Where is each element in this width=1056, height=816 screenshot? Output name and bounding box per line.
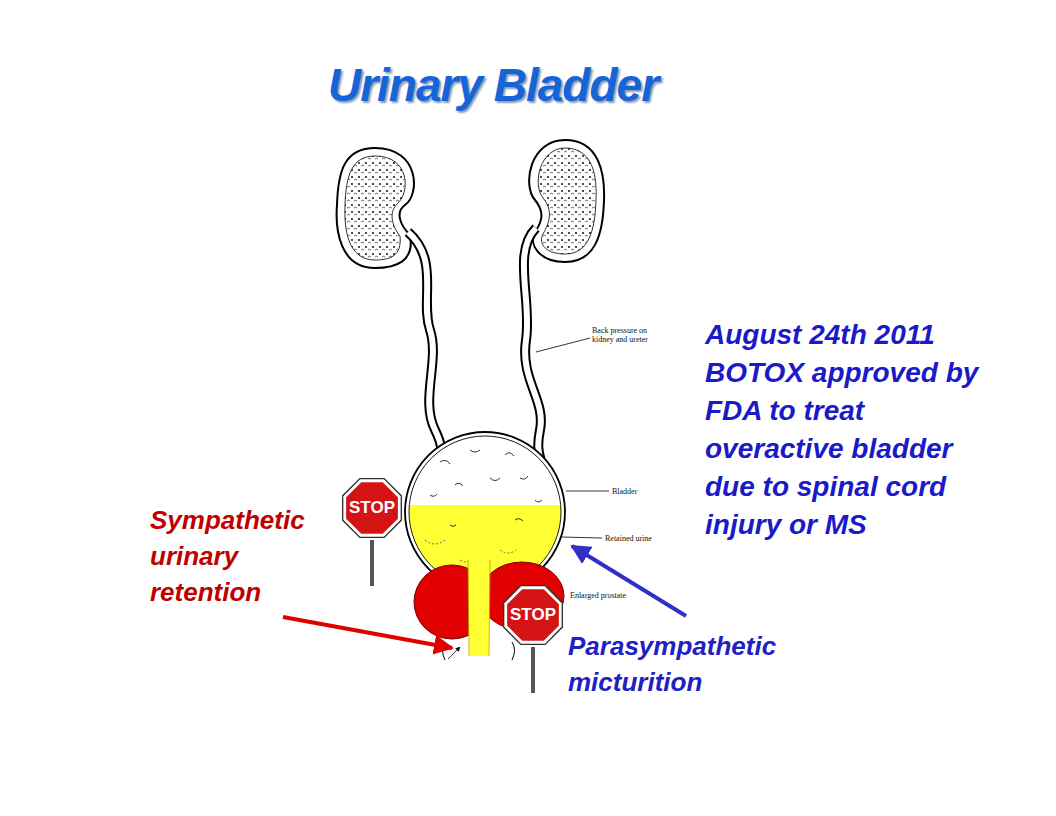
stop-sign: STOP bbox=[339, 475, 405, 541]
leader-line bbox=[561, 537, 602, 538]
leader-line bbox=[566, 491, 609, 492]
part-label: Back pressure on kidney and ureter bbox=[592, 326, 670, 344]
callout-text: Parasympathetic micturition bbox=[568, 628, 830, 700]
title: Urinary Bladder bbox=[290, 58, 696, 112]
pointer-arrow bbox=[572, 546, 686, 616]
stop-sign: STOP bbox=[500, 582, 566, 648]
kidney bbox=[529, 140, 604, 262]
kidney bbox=[337, 148, 414, 268]
part-label: Retained urine bbox=[605, 534, 685, 543]
sign-post bbox=[370, 540, 374, 586]
leader-line bbox=[536, 338, 590, 352]
note-text: August 24th 2011 BOTOX approved by FDA t… bbox=[705, 316, 995, 544]
sign-text: STOP bbox=[339, 498, 405, 518]
pointer-arrow bbox=[283, 617, 452, 648]
ureter bbox=[408, 232, 442, 478]
part-label: Bladder bbox=[612, 487, 662, 496]
callout-text: Sympathetic urinary retention bbox=[150, 502, 340, 610]
sign-post bbox=[531, 647, 535, 693]
ureter bbox=[524, 228, 542, 476]
sign-text: STOP bbox=[500, 605, 566, 625]
part-label: Enlarged prostate bbox=[570, 591, 650, 600]
